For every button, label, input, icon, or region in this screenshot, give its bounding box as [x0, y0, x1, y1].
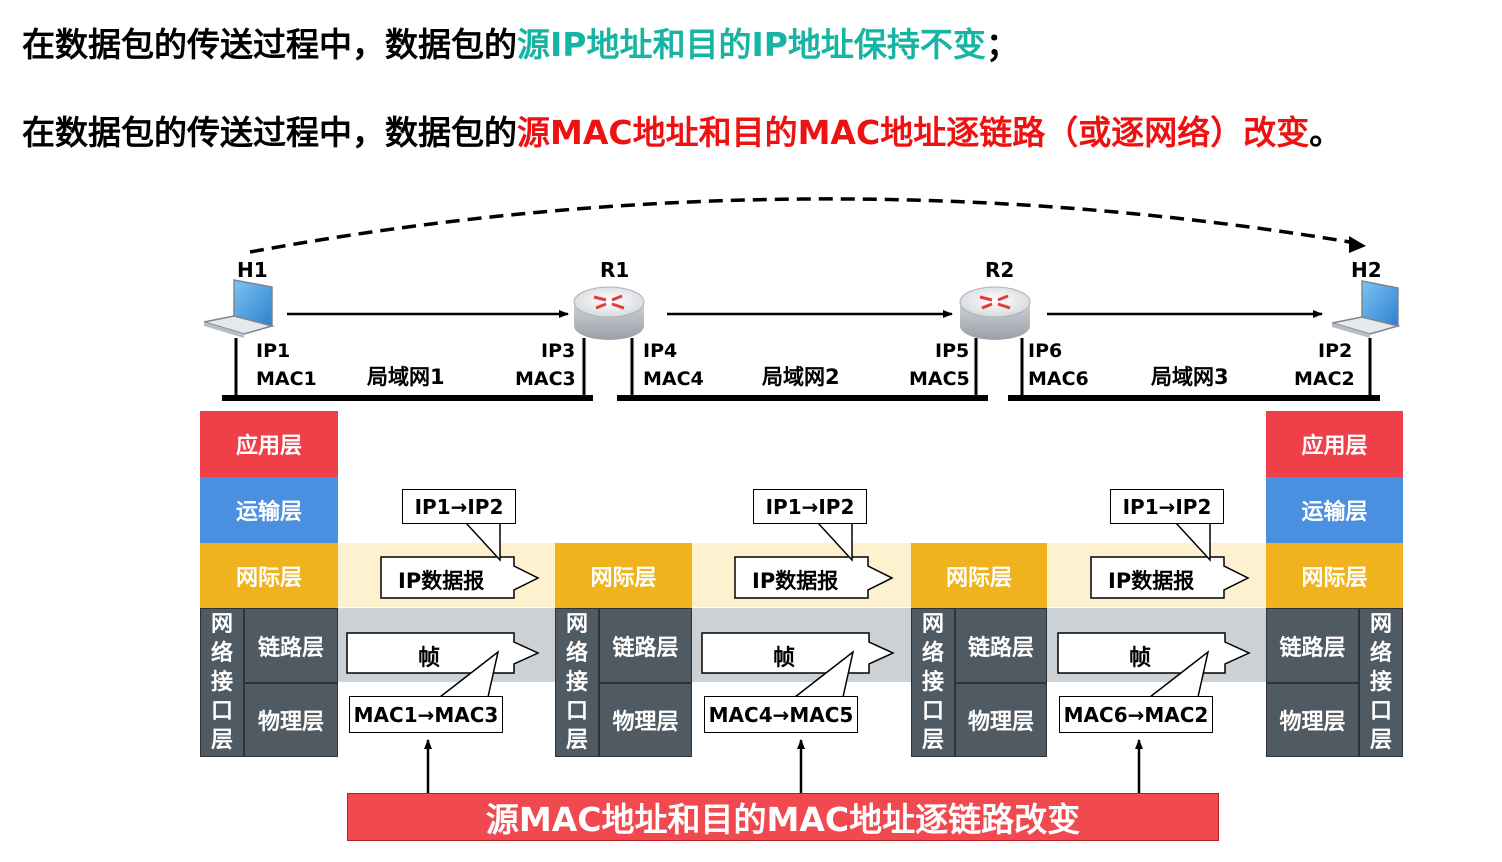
statement-ip-prefix: 在数据包的传送过程中，数据包的: [22, 25, 517, 64]
h1-netif-layer: 网络接口层: [200, 608, 244, 757]
h2-link-layer: 链路层: [1266, 608, 1359, 683]
vertical-char: 接: [565, 670, 588, 695]
r1-ip-left: IP3: [541, 340, 576, 362]
frame-label-1: 帧: [418, 646, 441, 671]
h2-netif-layer: 网络接口层: [1359, 608, 1403, 757]
statement-mac-changes: 在数据包的传送过程中，数据包的源MAC地址和目的MAC地址逐链路（或逐网络）改变…: [22, 106, 1342, 154]
vertical-char: 层: [210, 728, 233, 753]
statement-mac-highlight: 源MAC地址和目的MAC地址逐链路（或逐网络）改变: [517, 113, 1310, 152]
vertical-char: 接: [921, 670, 944, 695]
frame-label-2: 帧: [773, 646, 796, 671]
statement-ip-suffix: ；: [985, 25, 1019, 64]
mac-pair-callout-2: MAC4→MAC5: [704, 696, 858, 733]
end-to-end-dashed-arc: [249, 197, 1363, 254]
vertical-char: 网: [921, 612, 944, 637]
r1-internet-layer: 网际层: [555, 543, 692, 608]
ip-datagram-arrow-3: [1090, 556, 1250, 599]
r2-physical-layer: 物理层: [955, 683, 1047, 757]
frame-label-3: 帧: [1129, 646, 1152, 671]
vertical-char: 口: [210, 699, 233, 724]
h1-transport-layer: 运输层: [200, 477, 338, 543]
r2-mac-left: MAC5: [909, 368, 970, 390]
h2-label: H2: [1351, 258, 1382, 282]
vertical-char: 网: [1369, 612, 1392, 637]
ip-datagram-label-3: IP数据报: [1108, 569, 1195, 593]
statement-mac-suffix: 。: [1309, 113, 1343, 152]
r2-label: R2: [985, 258, 1015, 282]
vertical-char: 络: [210, 641, 233, 666]
h1-mac: MAC1: [256, 368, 317, 390]
h1-physical-layer: 物理层: [244, 683, 338, 757]
h2-transport-layer: 运输层: [1266, 477, 1403, 543]
r1-physical-layer: 物理层: [599, 683, 692, 757]
mac-change-banner: 源MAC地址和目的MAC地址逐链路改变: [347, 793, 1219, 841]
vertical-char: 口: [1369, 699, 1392, 724]
r1-ip-right: IP4: [643, 340, 678, 362]
r1-link-layer: 链路层: [599, 608, 692, 683]
h1-internet-layer: 网际层: [200, 543, 338, 608]
ip-pair-callout-2: IP1→IP2: [753, 489, 867, 524]
h1-label: H1: [237, 258, 268, 282]
h2-mac: MAC2: [1294, 368, 1355, 390]
ip-datagram-label-2: IP数据报: [752, 569, 839, 593]
vertical-char: 层: [921, 728, 944, 753]
vertical-char: 层: [565, 728, 588, 753]
r2-ip-right: IP6: [1028, 340, 1063, 362]
h1-ip: IP1: [256, 340, 291, 362]
vertical-char: 络: [921, 641, 944, 666]
r2-ip-left: IP5: [935, 340, 970, 362]
lan3-label: 局域网3: [1151, 365, 1229, 389]
vertical-char: 层: [1369, 728, 1392, 753]
frame-arrow-3: [1057, 632, 1251, 674]
mac-pair-callout-3: MAC6→MAC2: [1059, 696, 1213, 733]
h2-ip: IP2: [1318, 340, 1353, 362]
router-icon-r2: [959, 286, 1031, 340]
vertical-char: 口: [921, 699, 944, 724]
r1-netif-layer: 网络接口层: [555, 608, 599, 757]
lan2-label: 局域网2: [762, 365, 840, 389]
ip-datagram-arrow-1: [380, 556, 540, 599]
r1-mac-left: MAC3: [515, 368, 576, 390]
h1-application-layer: 应用层: [200, 411, 338, 477]
ip-pair-callout-1: IP1→IP2: [402, 489, 516, 524]
r2-link-layer: 链路层: [955, 608, 1047, 683]
r1-label: R1: [600, 258, 630, 282]
h2-internet-layer: 网际层: [1266, 543, 1403, 608]
r2-mac-right: MAC6: [1028, 368, 1089, 390]
r2-internet-layer: 网际层: [911, 543, 1047, 608]
statement-mac-prefix: 在数据包的传送过程中，数据包的: [22, 113, 517, 152]
router-icon-r1: [573, 286, 645, 340]
vertical-char: 网: [210, 612, 233, 637]
r1-mac-right: MAC4: [643, 368, 704, 390]
frame-arrow-2: [701, 632, 895, 674]
laptop-icon-h1: [203, 279, 275, 338]
vertical-char: 接: [210, 670, 233, 695]
vertical-char: 口: [565, 699, 588, 724]
ip-datagram-label-1: IP数据报: [398, 569, 485, 593]
ip-pair-callout-3: IP1→IP2: [1110, 489, 1224, 524]
r2-netif-layer: 网络接口层: [911, 608, 955, 757]
vertical-char: 网: [565, 612, 588, 637]
frame-arrow-1: [346, 632, 540, 674]
statement-ip-highlight: 源IP地址和目的IP地址保持不变: [517, 25, 986, 64]
lan1-label: 局域网1: [367, 365, 445, 389]
mac-pair-callout-1: MAC1→MAC3: [349, 696, 503, 733]
ip-datagram-arrow-2: [734, 556, 894, 599]
vertical-char: 接: [1369, 670, 1392, 695]
h2-application-layer: 应用层: [1266, 411, 1403, 477]
laptop-icon-h2: [1331, 280, 1401, 338]
statement-ip-unchanged: 在数据包的传送过程中，数据包的源IP地址和目的IP地址保持不变；: [22, 18, 1019, 66]
h1-link-layer: 链路层: [244, 608, 338, 683]
vertical-char: 络: [1369, 641, 1392, 666]
h2-physical-layer: 物理层: [1266, 683, 1359, 757]
vertical-char: 络: [565, 641, 588, 666]
